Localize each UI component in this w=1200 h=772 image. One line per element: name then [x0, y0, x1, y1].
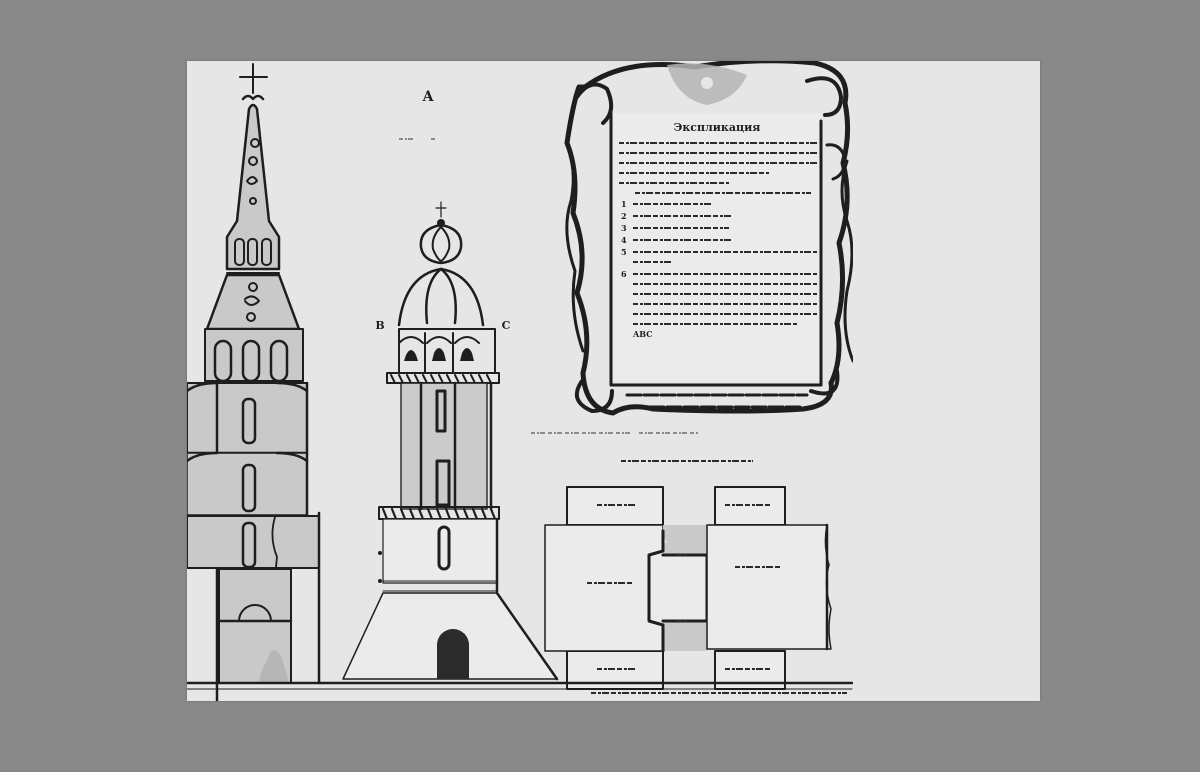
handwritten-paragraph — [619, 142, 817, 194]
svg-text:1: 1 — [621, 199, 627, 209]
svg-text:4: 4 — [621, 235, 627, 245]
tower-middle: A B C — [342, 89, 559, 681]
drawing-sheet: A B C — [187, 61, 1040, 701]
architectural-drawing: A B C — [187, 61, 1040, 701]
svg-text:5: 5 — [621, 247, 627, 257]
label-b: B — [375, 319, 384, 332]
bell-icon — [432, 348, 446, 361]
ground-plan — [544, 486, 832, 690]
numbered-list: 1 2 3 4 5 6 — [621, 199, 817, 325]
cross-icon — [239, 63, 268, 101]
blank-margin — [853, 61, 1040, 701]
svg-text:3: 3 — [621, 223, 627, 233]
svg-text:6: 6 — [621, 269, 627, 279]
svg-text:2: 2 — [621, 211, 627, 221]
closing-mark: ABC — [632, 329, 652, 339]
label-c: C — [502, 319, 511, 332]
bell-icon — [460, 348, 474, 361]
cartouche-title: Экспликация — [674, 121, 761, 134]
face-ornament — [825, 143, 847, 181]
small-cross-icon — [435, 201, 447, 218]
arched-door — [437, 629, 469, 679]
spire — [225, 103, 281, 271]
cartouche: Экспликация 1 2 3 4 5 — [564, 61, 855, 416]
tower-left — [187, 63, 321, 701]
label-a: A — [422, 89, 435, 105]
bell-icon — [404, 350, 418, 361]
